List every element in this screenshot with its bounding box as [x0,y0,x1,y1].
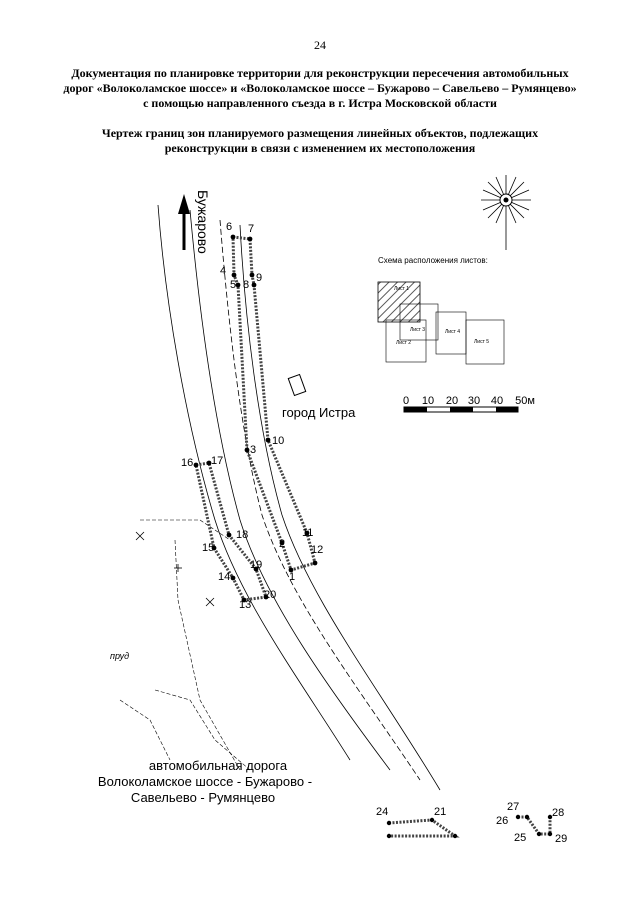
svg-text:30: 30 [468,395,480,407]
svg-text:20: 20 [446,395,458,407]
direction-label: Бужарово [195,190,211,254]
svg-text:27: 27 [507,801,519,813]
point-label: 17 [211,455,223,467]
main-road [157,204,441,791]
point-label: 16 [181,457,193,469]
svg-text:Савельево - Румянцево: Савельево - Румянцево [131,790,275,805]
point-label: 18 [236,529,248,541]
sheet-scheme-title: Схема расположения листов: [378,256,488,265]
point-label: 14 [218,571,230,583]
point-label: 20 [264,589,276,601]
svg-text:Лист 2: Лист 2 [396,340,411,346]
svg-text:21: 21 [434,806,446,818]
point-label: 10 [272,435,284,447]
inset-points-25-29: 25 26 27 28 29 [496,801,567,845]
svg-text:24: 24 [376,806,388,818]
svg-text:40: 40 [491,395,503,407]
inset-points-21-24: 24 21 [376,806,460,839]
point-label: 4 [220,265,226,277]
point-label: 5 [230,279,236,291]
point-label: 13 [239,599,251,611]
svg-text:Лист 1: Лист 1 [394,286,409,292]
svg-text:28: 28 [552,807,564,819]
point-label: 3 [250,444,256,456]
cross-marks [135,531,215,607]
svg-text:50м: 50м [515,395,535,407]
point-label: 1 [289,571,295,583]
city-label: город Истра [282,405,356,420]
point-label: 7 [248,223,254,235]
point-label: 12 [311,544,323,556]
svg-text:25: 25 [514,832,526,844]
sheet-layout-scheme: Схема расположения листов: Лист 1 Лист 2… [377,256,505,365]
svg-text:Лист 3: Лист 3 [410,327,425,333]
svg-text:0: 0 [403,395,409,407]
svg-text:26: 26 [496,815,508,827]
svg-text:Волоколамское шоссе - Бужарово: Волоколамское шоссе - Бужарово - [98,774,312,789]
document-title: Документация по планировке территории дл… [63,66,577,110]
road-label: автомобильная дорога Волоколамское шоссе… [98,758,312,805]
svg-text:автомобильная дорога: автомобильная дорога [149,758,288,773]
point-labels: 1 2 3 4 5 6 7 8 9 10 11 12 13 14 15 16 1… [181,221,323,611]
north-arrow-icon [178,194,190,250]
drawing-title: Чертеж границ зон планируемого размещени… [101,126,539,155]
svg-text:10: 10 [422,395,434,407]
building [287,373,307,397]
point-label: 15 [202,542,214,554]
point-label: 19 [250,559,262,571]
point-label: 2 [279,538,285,550]
svg-text:Лист 4: Лист 4 [445,329,460,335]
page-number: 24 [314,38,326,52]
boundary-points [193,234,318,603]
point-label: 6 [226,221,232,233]
point-label: 8 [243,279,249,291]
scale-bar: 0 10 20 30 40 50м [403,395,535,413]
point-label: 11 [302,527,313,539]
compass-rose-icon [481,175,531,250]
point-label: 9 [256,272,262,284]
secondary-roads [119,519,251,771]
svg-text:Лист 5: Лист 5 [474,339,489,345]
pond-label: пруд [110,651,129,661]
svg-text:29: 29 [555,833,567,845]
